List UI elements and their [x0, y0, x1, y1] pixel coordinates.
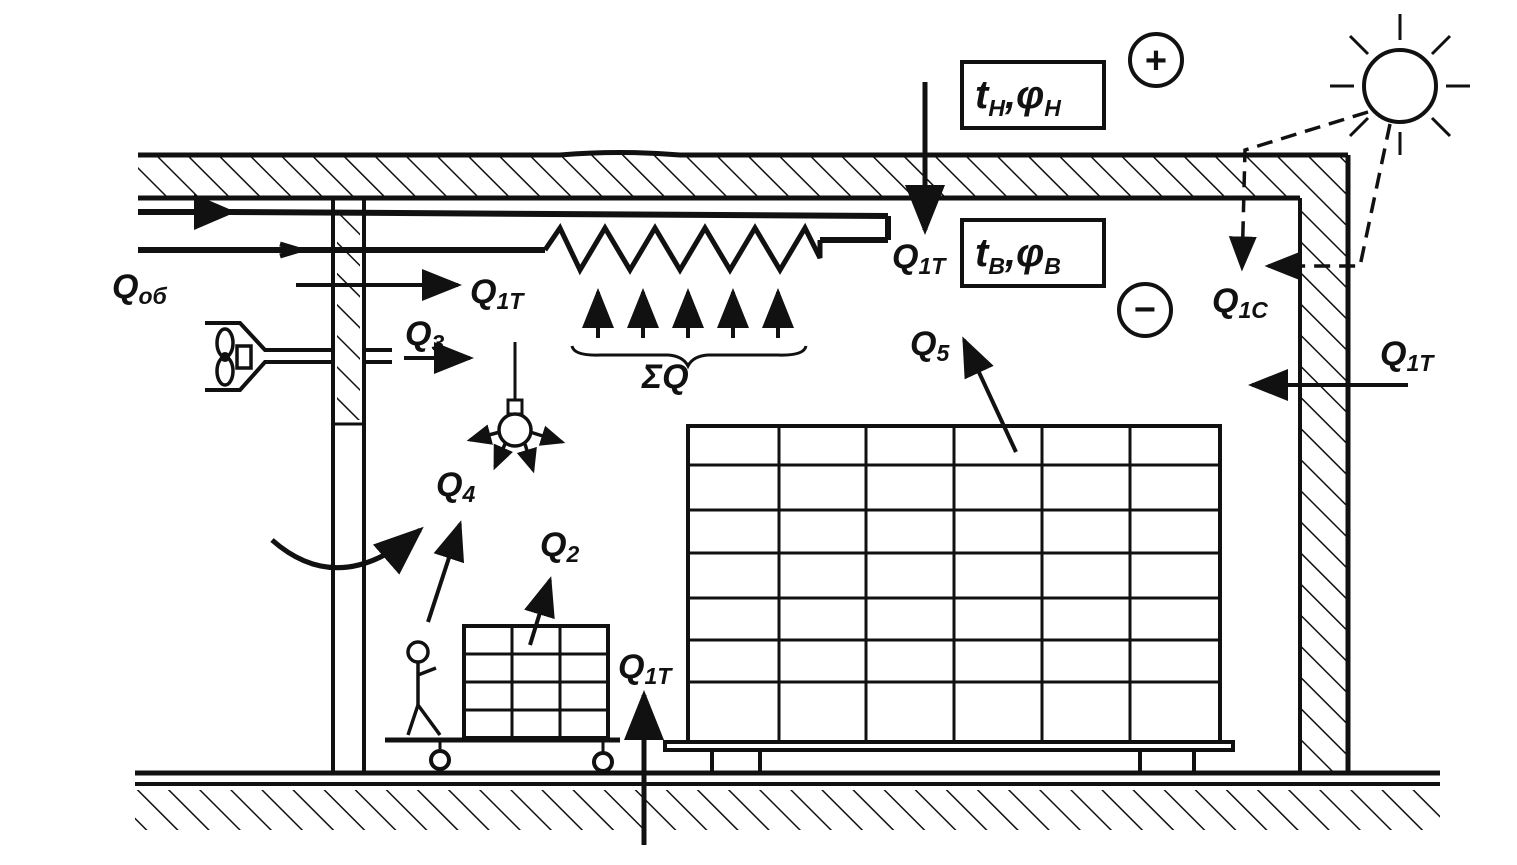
sun-icon — [1330, 14, 1470, 155]
cart-with-cargo — [385, 624, 620, 773]
stored-goods-stack — [663, 424, 1235, 775]
fan-icon — [205, 321, 392, 392]
svg-text:+: + — [1145, 40, 1167, 82]
minus-sign-icon: − — [1117, 282, 1173, 338]
label-q-1t-ceiling: Q1Т — [892, 238, 947, 279]
label-q-1t-floor: Q1Т — [618, 648, 673, 689]
label-sum-q: ΣQ — [641, 358, 689, 396]
inner-partition-wall — [331, 198, 366, 773]
outside-conditions-label: tН,φН — [975, 73, 1061, 121]
label-q-ob: Qоб — [112, 268, 168, 309]
label-q-5: Q5 — [910, 325, 950, 366]
lamp-icon — [466, 342, 566, 474]
svg-text:−: − — [1134, 289, 1156, 331]
worker-figure — [406, 640, 442, 737]
label-q-1t-right-wall: Q1Т — [1380, 335, 1435, 376]
coil-heat-arrows — [570, 288, 808, 370]
label-q-1t-inner-wall: Q1Т — [470, 273, 525, 314]
label-q-3: Q3 — [405, 315, 444, 356]
evaporator-coil — [542, 222, 823, 276]
solar-radiation-paths — [1228, 110, 1392, 280]
inside-conditions-box: tВ,φВ — [960, 218, 1106, 288]
label-q-4: Q4 — [436, 466, 475, 507]
right-wall — [1298, 155, 1351, 773]
sum-brace — [570, 345, 808, 370]
label-q-2: Q2 — [540, 526, 579, 567]
floor-structure — [135, 770, 1440, 830]
inside-conditions-label: tВ,φВ — [975, 231, 1061, 279]
label-q-1c: Q1С — [1212, 282, 1268, 323]
flow-labels: Qоб Q1Т Q1Т Q1С Q1Т Q3 ΣQ Q5 Q4 Q2 Q1Т — [112, 238, 1435, 689]
door-opening-arrow — [270, 526, 424, 575]
roof-structure — [138, 150, 1348, 201]
outside-conditions-box: tН,φН — [960, 60, 1106, 130]
plus-sign-icon: + — [1128, 32, 1184, 88]
heat-flow-arrows — [296, 82, 1408, 845]
refrigerant-pipes — [138, 194, 891, 276]
